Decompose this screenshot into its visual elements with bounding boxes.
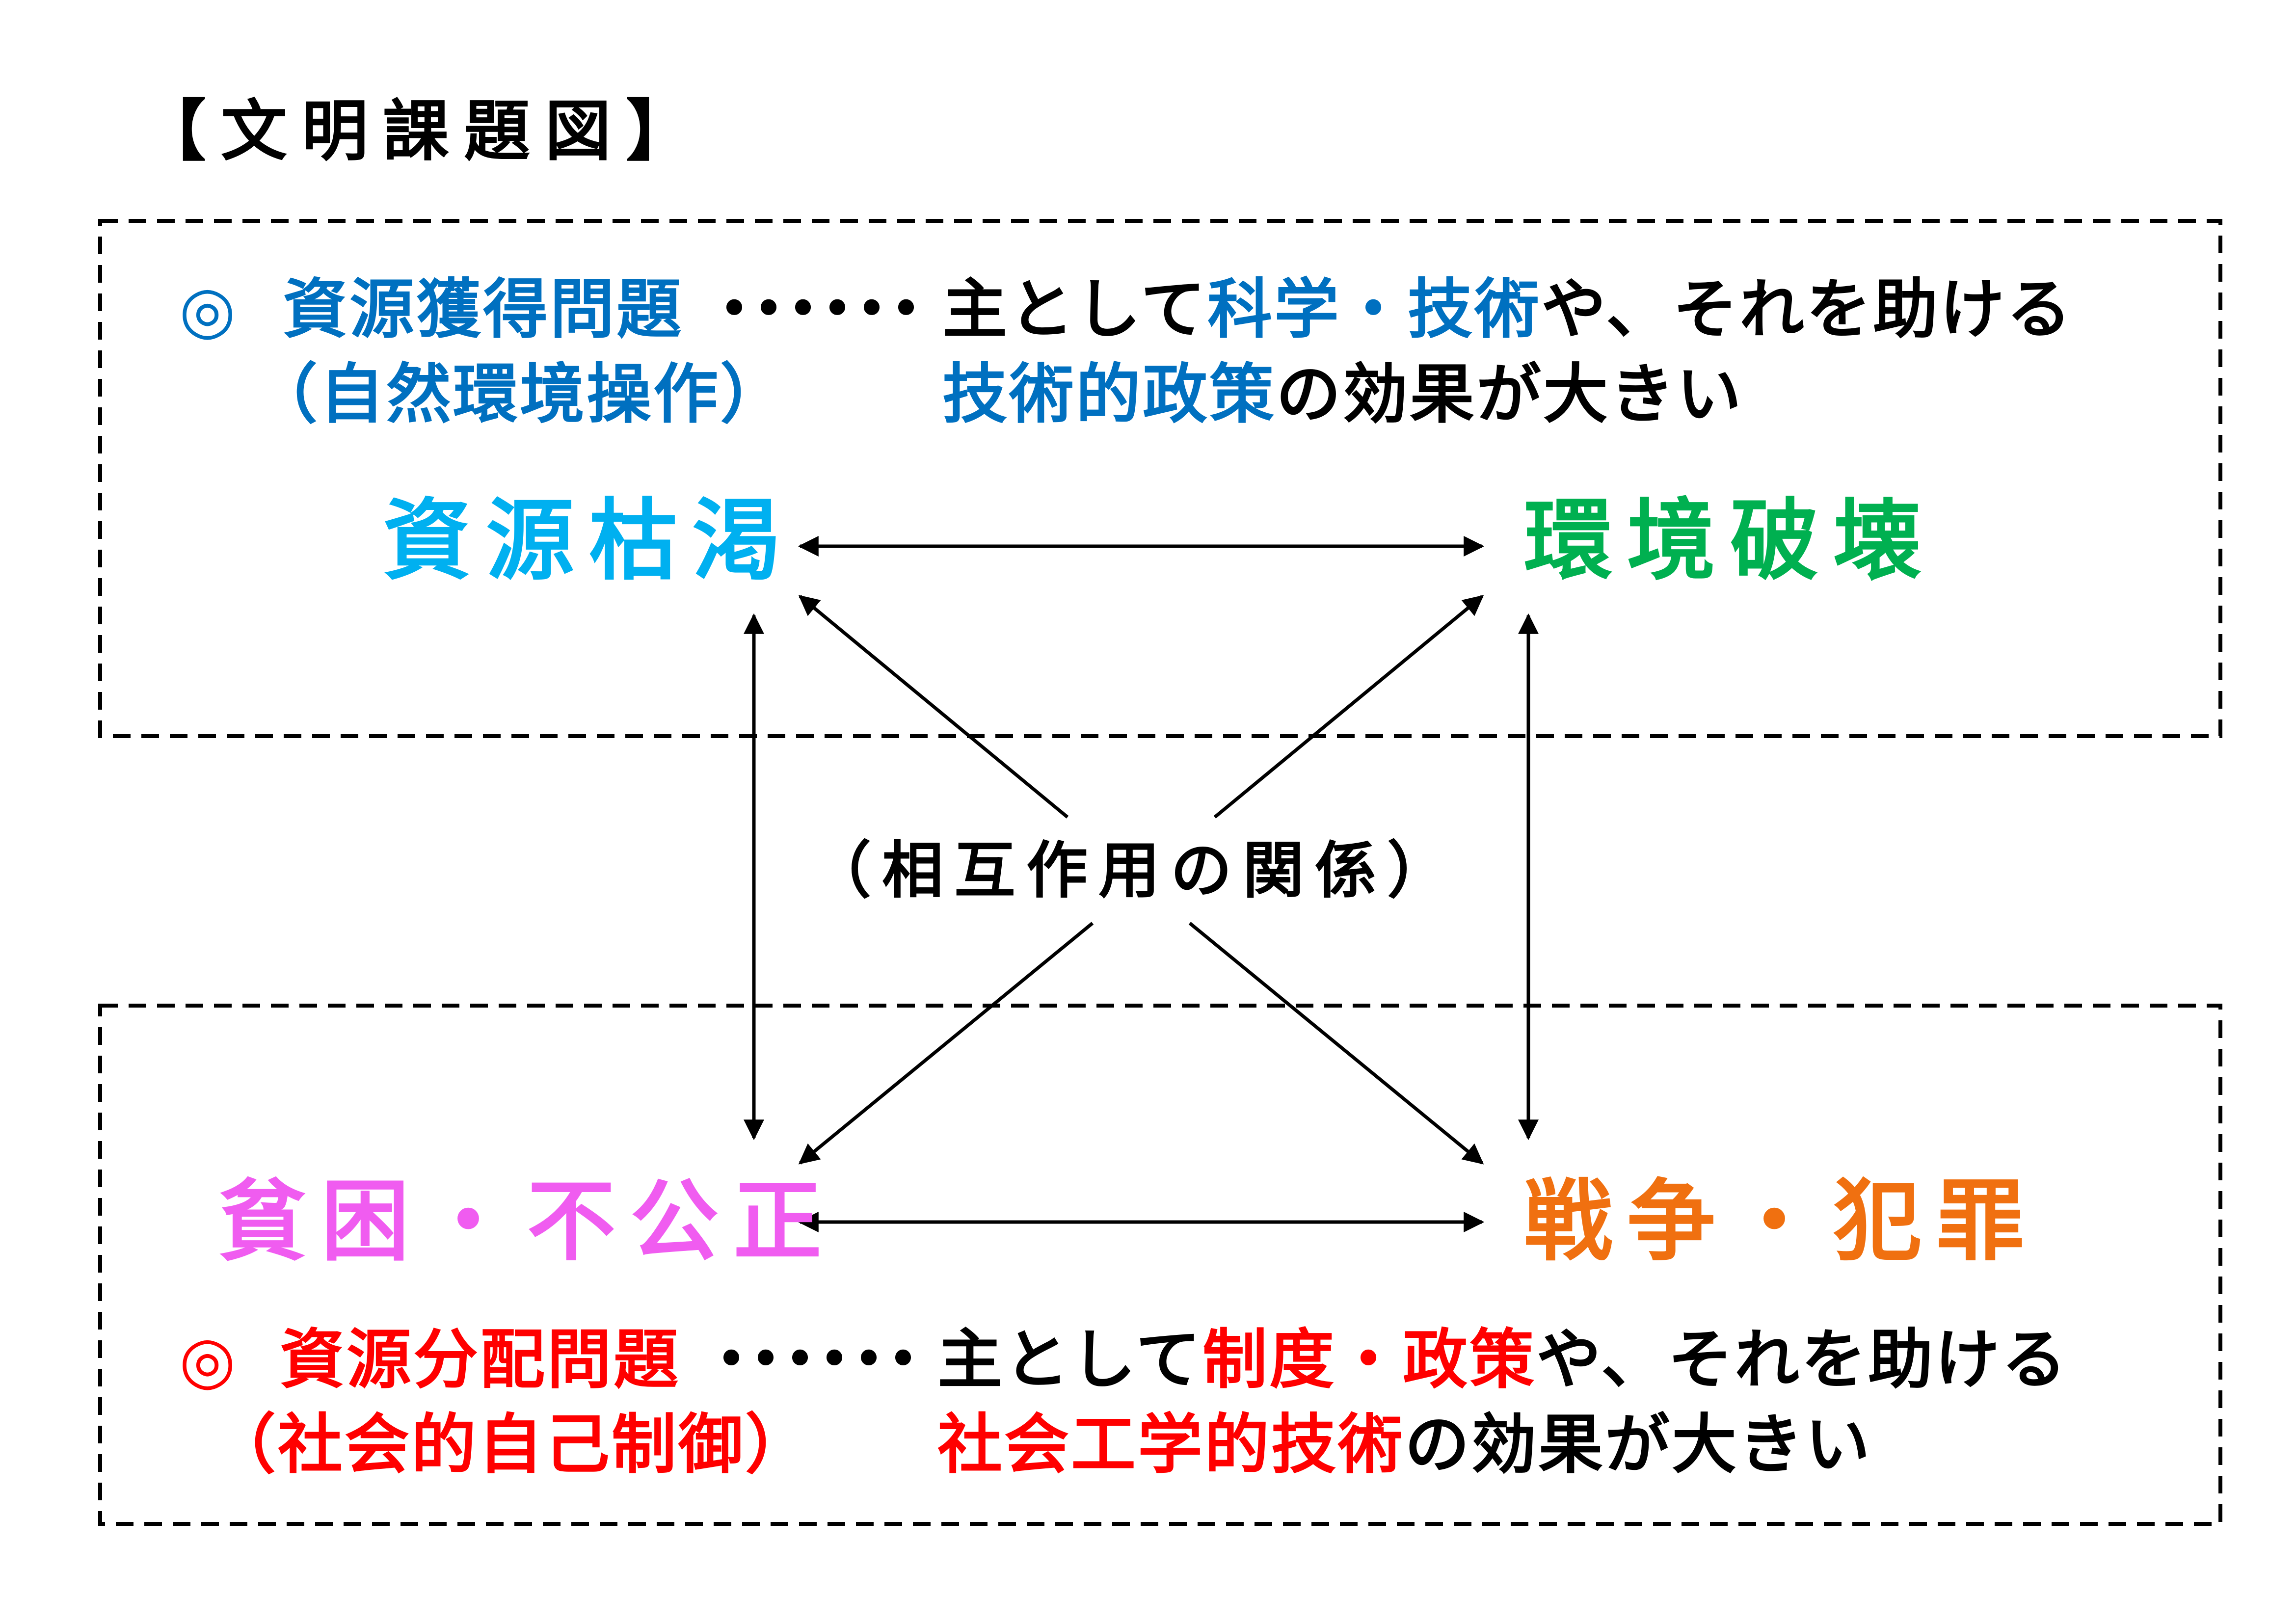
double-circle-icon: ◎ [179, 1322, 238, 1398]
node-resource-depletion: 資源枯渇 [383, 490, 796, 592]
arrow-war-center [1188, 922, 1484, 1165]
top-subheading: （自然環境操作） [253, 357, 787, 432]
resource-acquisition-heading: 資源獲得問題 [283, 272, 683, 347]
arrow-environment-center [1213, 595, 1484, 819]
highlight-science-technology: 科学・技術 [1207, 272, 1542, 347]
text-segment: や、それを助ける [1536, 1322, 2069, 1398]
top-description-line1: 主として科学・技術や、それを助ける [942, 277, 2073, 342]
text-segment: 主として [942, 272, 1208, 347]
text-segment: の効果が大きい [1405, 1407, 1872, 1483]
page-title: 【文明課題図】 [140, 93, 707, 170]
text-segment: 主として [937, 1322, 1203, 1398]
highlight-institution-policy: 制度・政策 [1202, 1322, 1537, 1398]
node-war-crime: 戦争・犯罪 [1524, 1171, 2040, 1273]
leader-dots: ・・・・・・ [702, 272, 938, 347]
bottom-description-line2: 社会工学的技術の効果が大きい [937, 1412, 1872, 1477]
interaction-label: （相互作用の関係） [805, 840, 1464, 902]
node-poverty-injustice: 貧困・不公正 [218, 1171, 837, 1273]
arrow-poverty-center [798, 922, 1094, 1165]
bottom-description-line1: 主として制度・政策や、それを助ける [937, 1328, 2068, 1392]
arrow-depletion-center [798, 595, 1069, 819]
top-description-line2: 技術的政策の効果が大きい [942, 362, 1743, 427]
resource-distribution-heading: 資源分配問題 [280, 1322, 680, 1398]
bottom-subheading: （社会的自己制御） [211, 1407, 812, 1483]
highlight-technical-policy: 技術的政策 [942, 357, 1276, 432]
top-dashed-box [98, 219, 2222, 738]
double-circle-icon: ◎ [179, 272, 238, 347]
bottom-dashed-box [98, 1004, 2222, 1526]
text-segment: や、それを助ける [1541, 272, 2074, 347]
node-environmental-destruction: 環境破壊 [1524, 490, 1937, 592]
text-segment: の効果が大きい [1276, 357, 1743, 432]
highlight-social-engineering: 社会工学的技術 [937, 1407, 1405, 1483]
leader-dots: ・・・・・・ [699, 1322, 935, 1398]
